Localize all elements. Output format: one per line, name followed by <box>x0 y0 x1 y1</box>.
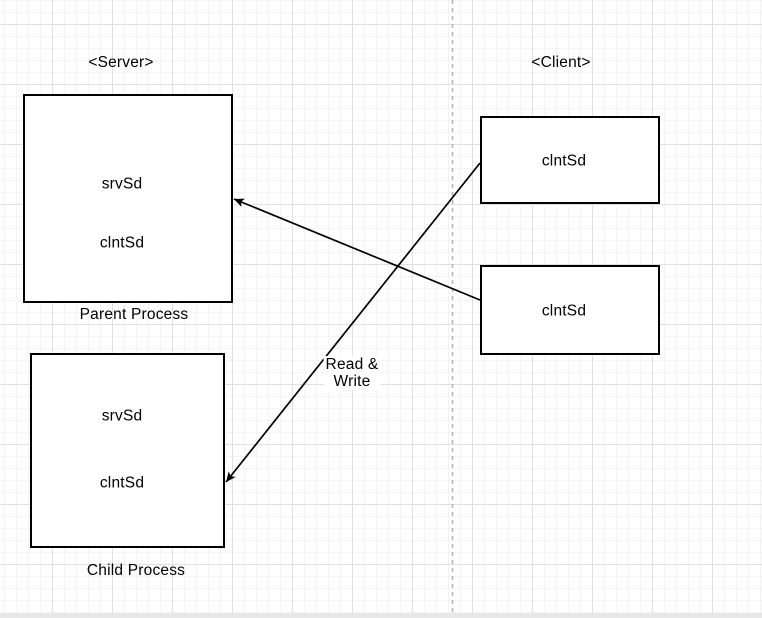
read-write-line1: Read & <box>325 356 379 373</box>
server-heading-text: <Server> <box>88 54 154 71</box>
client-socket-bottom-box[interactable]: clntSd <box>480 265 660 355</box>
parent-process-caption-text: Parent Process <box>79 306 189 323</box>
child-srvsd-field: srvSd <box>101 407 143 425</box>
edge-clntsd-bottom-to-parent[interactable] <box>233 198 481 301</box>
parent-process-caption[interactable]: Parent Process <box>34 306 234 323</box>
parent-process-box[interactable]: srvSd clntSd <box>23 94 233 303</box>
client-heading-text: <Client> <box>531 54 591 71</box>
client-socket-bottom-label: clntSd <box>541 302 587 320</box>
child-process-caption[interactable]: Child Process <box>36 562 236 579</box>
read-write-edge-label[interactable]: Read & Write <box>323 356 381 390</box>
server-heading[interactable]: <Server> <box>21 54 221 71</box>
child-process-box[interactable]: srvSd clntSd <box>30 353 225 548</box>
client-heading[interactable]: <Client> <box>461 54 661 71</box>
child-process-caption-text: Child Process <box>86 562 186 579</box>
parent-clntsd-field: clntSd <box>99 234 145 252</box>
edge-clntsd-top-to-child[interactable] <box>225 162 481 483</box>
client-socket-top-label: clntSd <box>541 152 587 170</box>
client-socket-top-box[interactable]: clntSd <box>480 116 660 204</box>
parent-srvsd-field: srvSd <box>101 175 143 193</box>
page-boundary-band <box>0 613 762 618</box>
read-write-line2: Write <box>333 373 371 390</box>
child-clntsd-field: clntSd <box>99 474 145 492</box>
